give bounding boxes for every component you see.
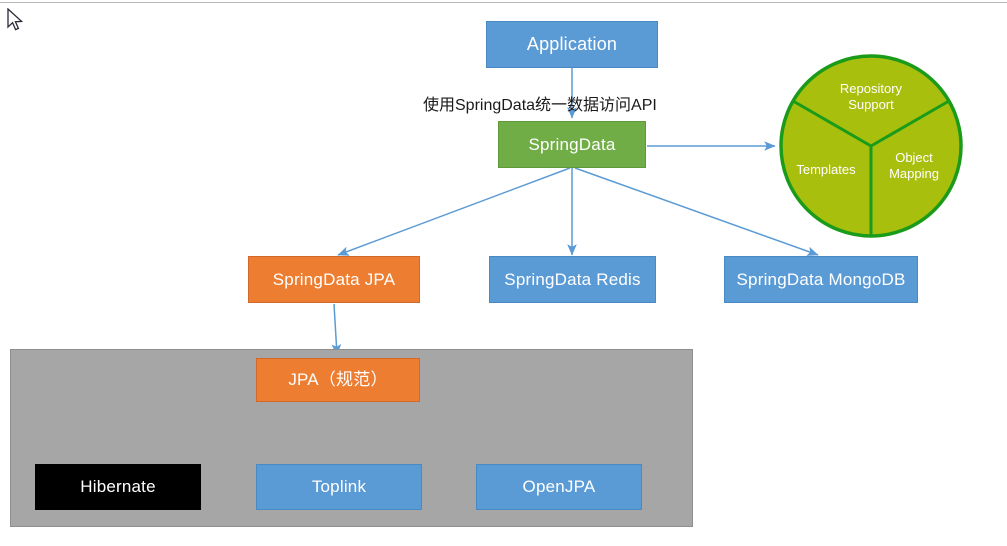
mouse-cursor-icon [7, 8, 24, 31]
springdata-features-pie[interactable]: Repository Support Object Mapping Templa… [778, 53, 964, 239]
node-springdata-redis[interactable]: SpringData Redis [489, 256, 656, 303]
node-springdata[interactable]: SpringData [498, 121, 646, 168]
edge-jpa-to-jpaspec [331, 303, 342, 356]
node-openjpa[interactable]: OpenJPA [476, 464, 642, 510]
node-toplink[interactable]: Toplink [256, 464, 422, 510]
edge-springdata-to-jpa [337, 167, 571, 256]
node-application[interactable]: Application [486, 21, 658, 68]
node-springdata-mongodb[interactable]: SpringData MongoDB [724, 256, 918, 303]
pie-svg [779, 54, 963, 238]
node-springdata-jpa[interactable]: SpringData JPA [248, 256, 420, 303]
node-hibernate[interactable]: Hibernate [35, 464, 201, 510]
node-jpa-specification[interactable]: JPA（规范） [256, 358, 420, 402]
top-edge-hairline [0, 2, 1007, 3]
pie-slice-dividers [792, 99, 950, 236]
springdata-unified-api-caption: 使用SpringData统一数据访问API [423, 97, 657, 114]
